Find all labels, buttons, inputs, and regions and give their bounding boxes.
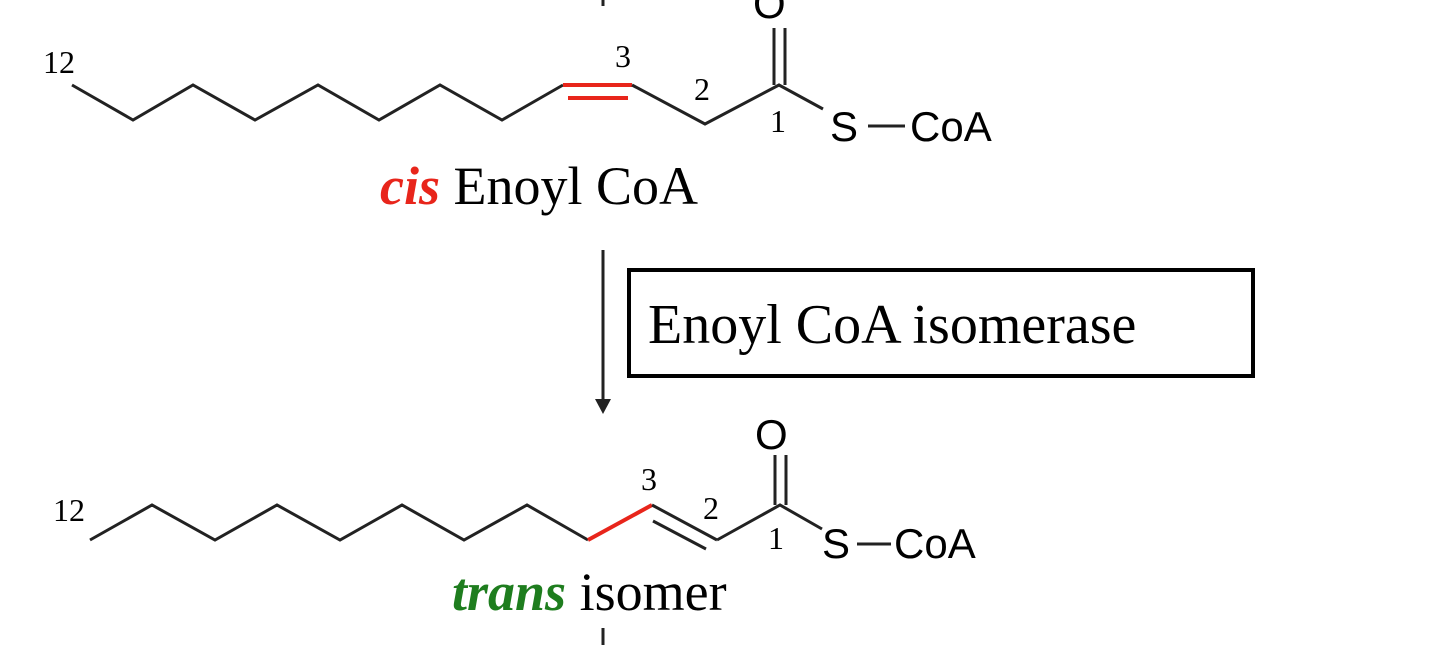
enoyl-coa-label: Enoyl CoA <box>440 156 698 216</box>
bottom-carbon-number-12: 12 <box>53 492 85 528</box>
cis-enoyl-coa-structure: 12 3 2 1 O S CoA <box>43 0 992 150</box>
top-carbon-chain <box>71 83 564 122</box>
top-carbon-number-12: 12 <box>43 44 75 80</box>
top-chain-to-carbonyl <box>631 83 824 126</box>
bottom-sulfur-atom: S <box>822 520 850 567</box>
trans-isomer-structure: 12 3 2 1 O S CoA <box>53 411 976 567</box>
trans-label: trans <box>452 562 566 622</box>
bottom-oxygen-atom: O <box>755 411 788 458</box>
bottom-carbon-number-2: 2 <box>703 490 719 526</box>
bottom-chain-to-carbonyl <box>716 503 823 542</box>
bottom-trans-double-bond-upper <box>651 503 718 542</box>
bottom-carbon-number-3: 3 <box>641 461 657 497</box>
top-sulfur-atom: S <box>830 103 858 150</box>
top-carbon-number-2: 2 <box>694 71 710 107</box>
top-oxygen-atom: O <box>753 0 786 27</box>
bottom-carbon-number-1: 1 <box>768 520 784 556</box>
top-molecule-name: cis Enoyl CoA <box>380 156 698 216</box>
bottom-highlighted-bond <box>587 503 653 542</box>
enzyme-box <box>627 268 1255 378</box>
enzyme-label: Enoyl CoA isomerase <box>648 294 1136 356</box>
cis-label: cis <box>380 156 440 216</box>
top-carbon-number-1: 1 <box>770 103 786 139</box>
bottom-carbon-chain <box>89 503 589 542</box>
top-carbon-number-3: 3 <box>615 38 631 74</box>
bottom-trans-double-bond-lower <box>652 519 707 551</box>
top-coa-group: CoA <box>910 103 992 150</box>
bottom-coa-group: CoA <box>894 520 976 567</box>
reaction-arrow-head <box>595 399 611 414</box>
bottom-molecule-name: trans isomer <box>452 562 727 622</box>
isomer-label: isomer <box>566 562 726 622</box>
